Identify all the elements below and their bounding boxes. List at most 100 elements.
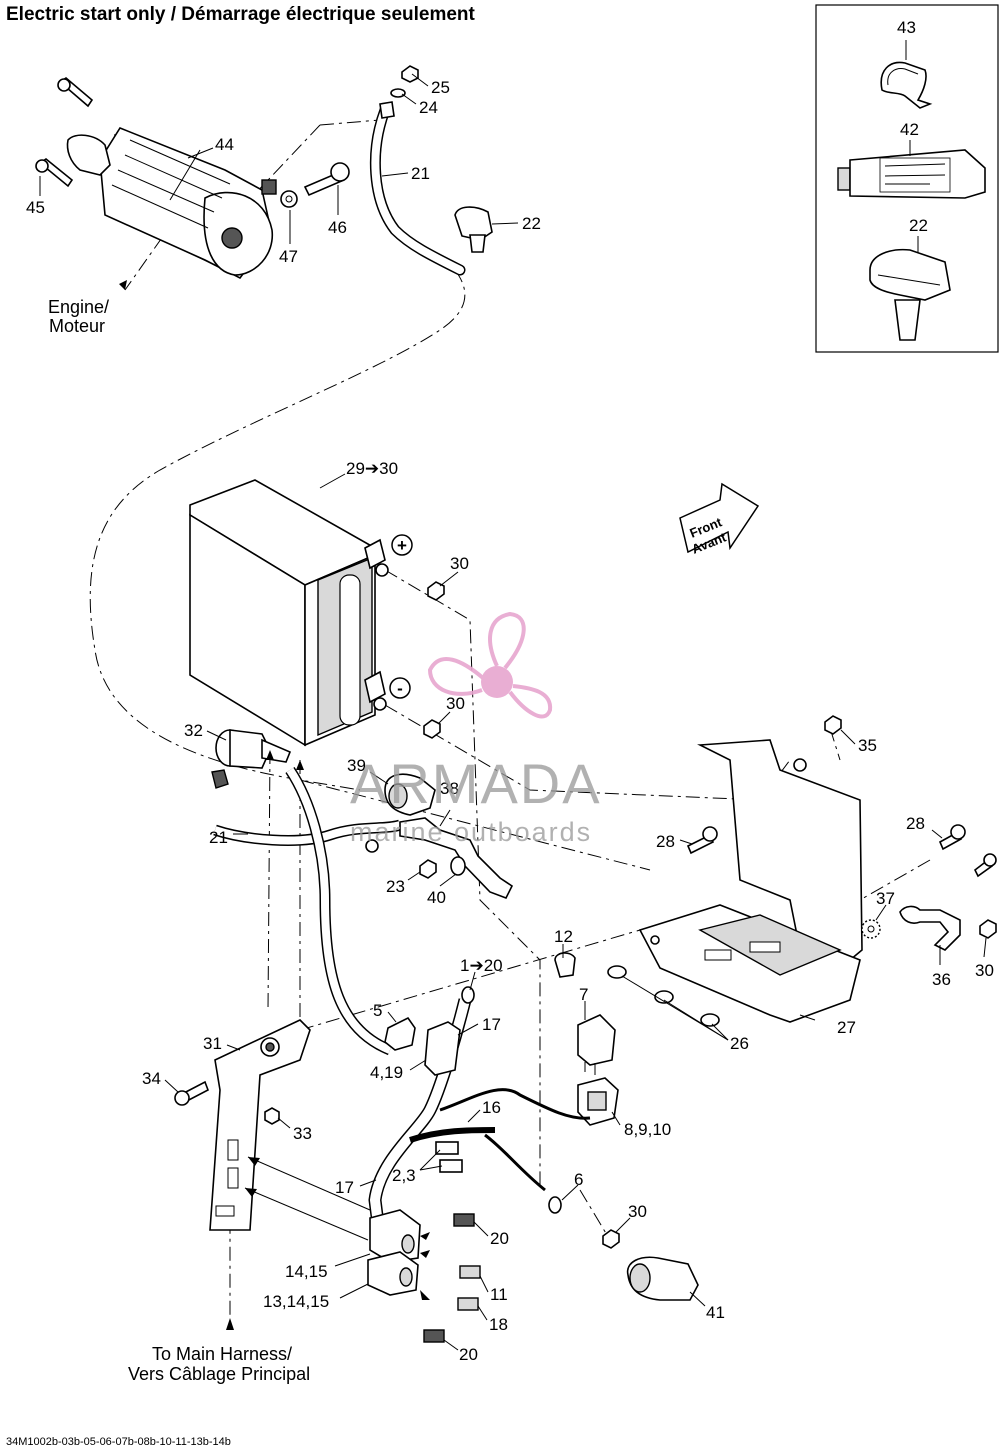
- callout-11: 11: [490, 1285, 508, 1304]
- starter-cable-part: [285, 766, 393, 1056]
- nut-35-part: [824, 715, 842, 735]
- propeller-icon: [427, 611, 553, 719]
- to-main-harness-label: To Main Harness/: [152, 1344, 292, 1364]
- callout-7: 7: [579, 985, 588, 1004]
- callout-4-19: 4,19: [370, 1063, 403, 1082]
- bracket-31-part: [209, 1019, 311, 1231]
- callout-16: 16: [482, 1098, 501, 1117]
- fuse-20-upper-part: [453, 1213, 475, 1227]
- callout-2-3: 2,3: [392, 1166, 416, 1185]
- callout-21-top: 21: [411, 164, 430, 183]
- routing-lines: [89, 119, 931, 1320]
- callout-23: 23: [386, 877, 405, 896]
- bolt-45-part: [35, 77, 94, 188]
- engine-note: Engine/ Moteur: [48, 297, 109, 336]
- callout-17-lower: 17: [335, 1178, 354, 1197]
- callout-36: 36: [932, 970, 951, 989]
- callout-40: 40: [427, 888, 446, 907]
- callout-30-ground: 30: [975, 961, 994, 980]
- callout-46: 46: [328, 218, 347, 237]
- harness-note: To Main Harness/ Vers Câblage Principal: [128, 1344, 310, 1384]
- fuse-20-lower-part: [423, 1329, 445, 1343]
- callout-30-upper: 30: [450, 554, 469, 573]
- callout-41: 41: [706, 1303, 725, 1322]
- callout-5: 5: [373, 1001, 382, 1020]
- bolt-28-part: [686, 824, 997, 878]
- washer-47-part: [280, 190, 298, 208]
- accessory-inset-box: 43 42 22: [815, 4, 999, 353]
- callout-21-mid: 21: [209, 828, 228, 847]
- callout-30-socket: 30: [628, 1202, 647, 1221]
- armada-watermark-logo: ARMADA marine outboards: [350, 611, 602, 847]
- figure-code: 34M1002b-03b-05-06-07b-08b-10-11-13b-14b: [6, 1436, 231, 1448]
- cable-38-part: [365, 817, 514, 900]
- washer-40-part: [450, 856, 466, 876]
- callout-1-20: 1➔20: [460, 956, 503, 975]
- callout-27: 27: [837, 1018, 856, 1037]
- callout-38: 38: [440, 779, 459, 798]
- nut-30-upper-part: [427, 581, 445, 601]
- leader-lines: [39, 73, 987, 1351]
- callout-43: 43: [897, 18, 916, 37]
- moteur-label: Moteur: [49, 316, 105, 336]
- fuse-18-part: [457, 1297, 479, 1311]
- screw-30-socket-part: [602, 1229, 620, 1249]
- callout-22-inset: 22: [909, 216, 928, 235]
- starter-motor-44-part: [66, 127, 277, 280]
- callout-47: 47: [279, 247, 298, 266]
- callout-13-14-15: 13,14,15: [263, 1292, 329, 1311]
- callout-32: 32: [184, 721, 203, 740]
- callout-31: 31: [203, 1034, 222, 1053]
- fuse-block-4-19-part: [424, 1021, 461, 1076]
- callout-44: 44: [215, 135, 234, 154]
- relay-socket-8-9-10-part: [577, 1077, 619, 1126]
- callout-6: 6: [574, 1170, 583, 1189]
- callout-30-lower: 30: [446, 694, 465, 713]
- callout-28-left: 28: [656, 832, 675, 851]
- callout-20-upper: 20: [490, 1229, 509, 1248]
- callout-17-upper: 17: [482, 1015, 501, 1034]
- cable-21-top-part: [369, 101, 466, 276]
- callout-22: 22: [522, 214, 541, 233]
- front-direction-arrow-icon: Front Avant: [679, 482, 760, 557]
- connector-2-3-part: [435, 1141, 463, 1173]
- callout-45: 45: [26, 198, 45, 217]
- callout-42: 42: [900, 120, 919, 139]
- callout-12: 12: [554, 927, 573, 946]
- callout-24: 24: [419, 98, 438, 117]
- callout-8-9-10: 8,9,10: [624, 1120, 671, 1139]
- connector-5-part: [384, 1016, 416, 1051]
- callout-18: 18: [489, 1315, 508, 1334]
- nut-23-part: [419, 859, 437, 879]
- callout-29-30: 29➔30: [346, 459, 398, 478]
- solenoid-32-part: [211, 729, 292, 789]
- cable-21-mid-part: [213, 819, 402, 846]
- clip-43-part: [880, 61, 933, 109]
- relay-clip-12-part: [554, 952, 576, 978]
- grommet-26-part: [607, 965, 720, 1027]
- nut-30-lower-part: [423, 719, 441, 739]
- callout-39: 39: [347, 756, 366, 775]
- boot-24-part: [390, 88, 406, 98]
- relay-7-part: [577, 1014, 616, 1075]
- negative-terminal-icon: -: [389, 677, 411, 699]
- callout-14-15: 14,15: [285, 1262, 328, 1281]
- fuse-11-part: [459, 1265, 481, 1279]
- fuse-holder-14-15-part: [369, 1209, 421, 1263]
- bolt-46-part: [303, 162, 350, 197]
- callout-33: 33: [293, 1124, 312, 1143]
- callout-20-lower: 20: [459, 1345, 478, 1364]
- callout-35: 35: [858, 736, 877, 755]
- engine-label: Engine/: [48, 297, 109, 317]
- callout-28-right: 28: [906, 814, 925, 833]
- assembly-arrows: [119, 280, 430, 1330]
- power-outlet-41-part: [626, 1256, 699, 1301]
- vers-cablage-label: Vers Câblage Principal: [128, 1364, 310, 1384]
- callout-37: 37: [876, 889, 895, 908]
- nut-25-part: [401, 65, 419, 83]
- clip-22-part: [454, 206, 493, 253]
- fuse-holder-13-14-15-part: [367, 1251, 419, 1296]
- callout-34: 34: [142, 1069, 161, 1088]
- watermark-brand: ARMADA: [350, 752, 602, 815]
